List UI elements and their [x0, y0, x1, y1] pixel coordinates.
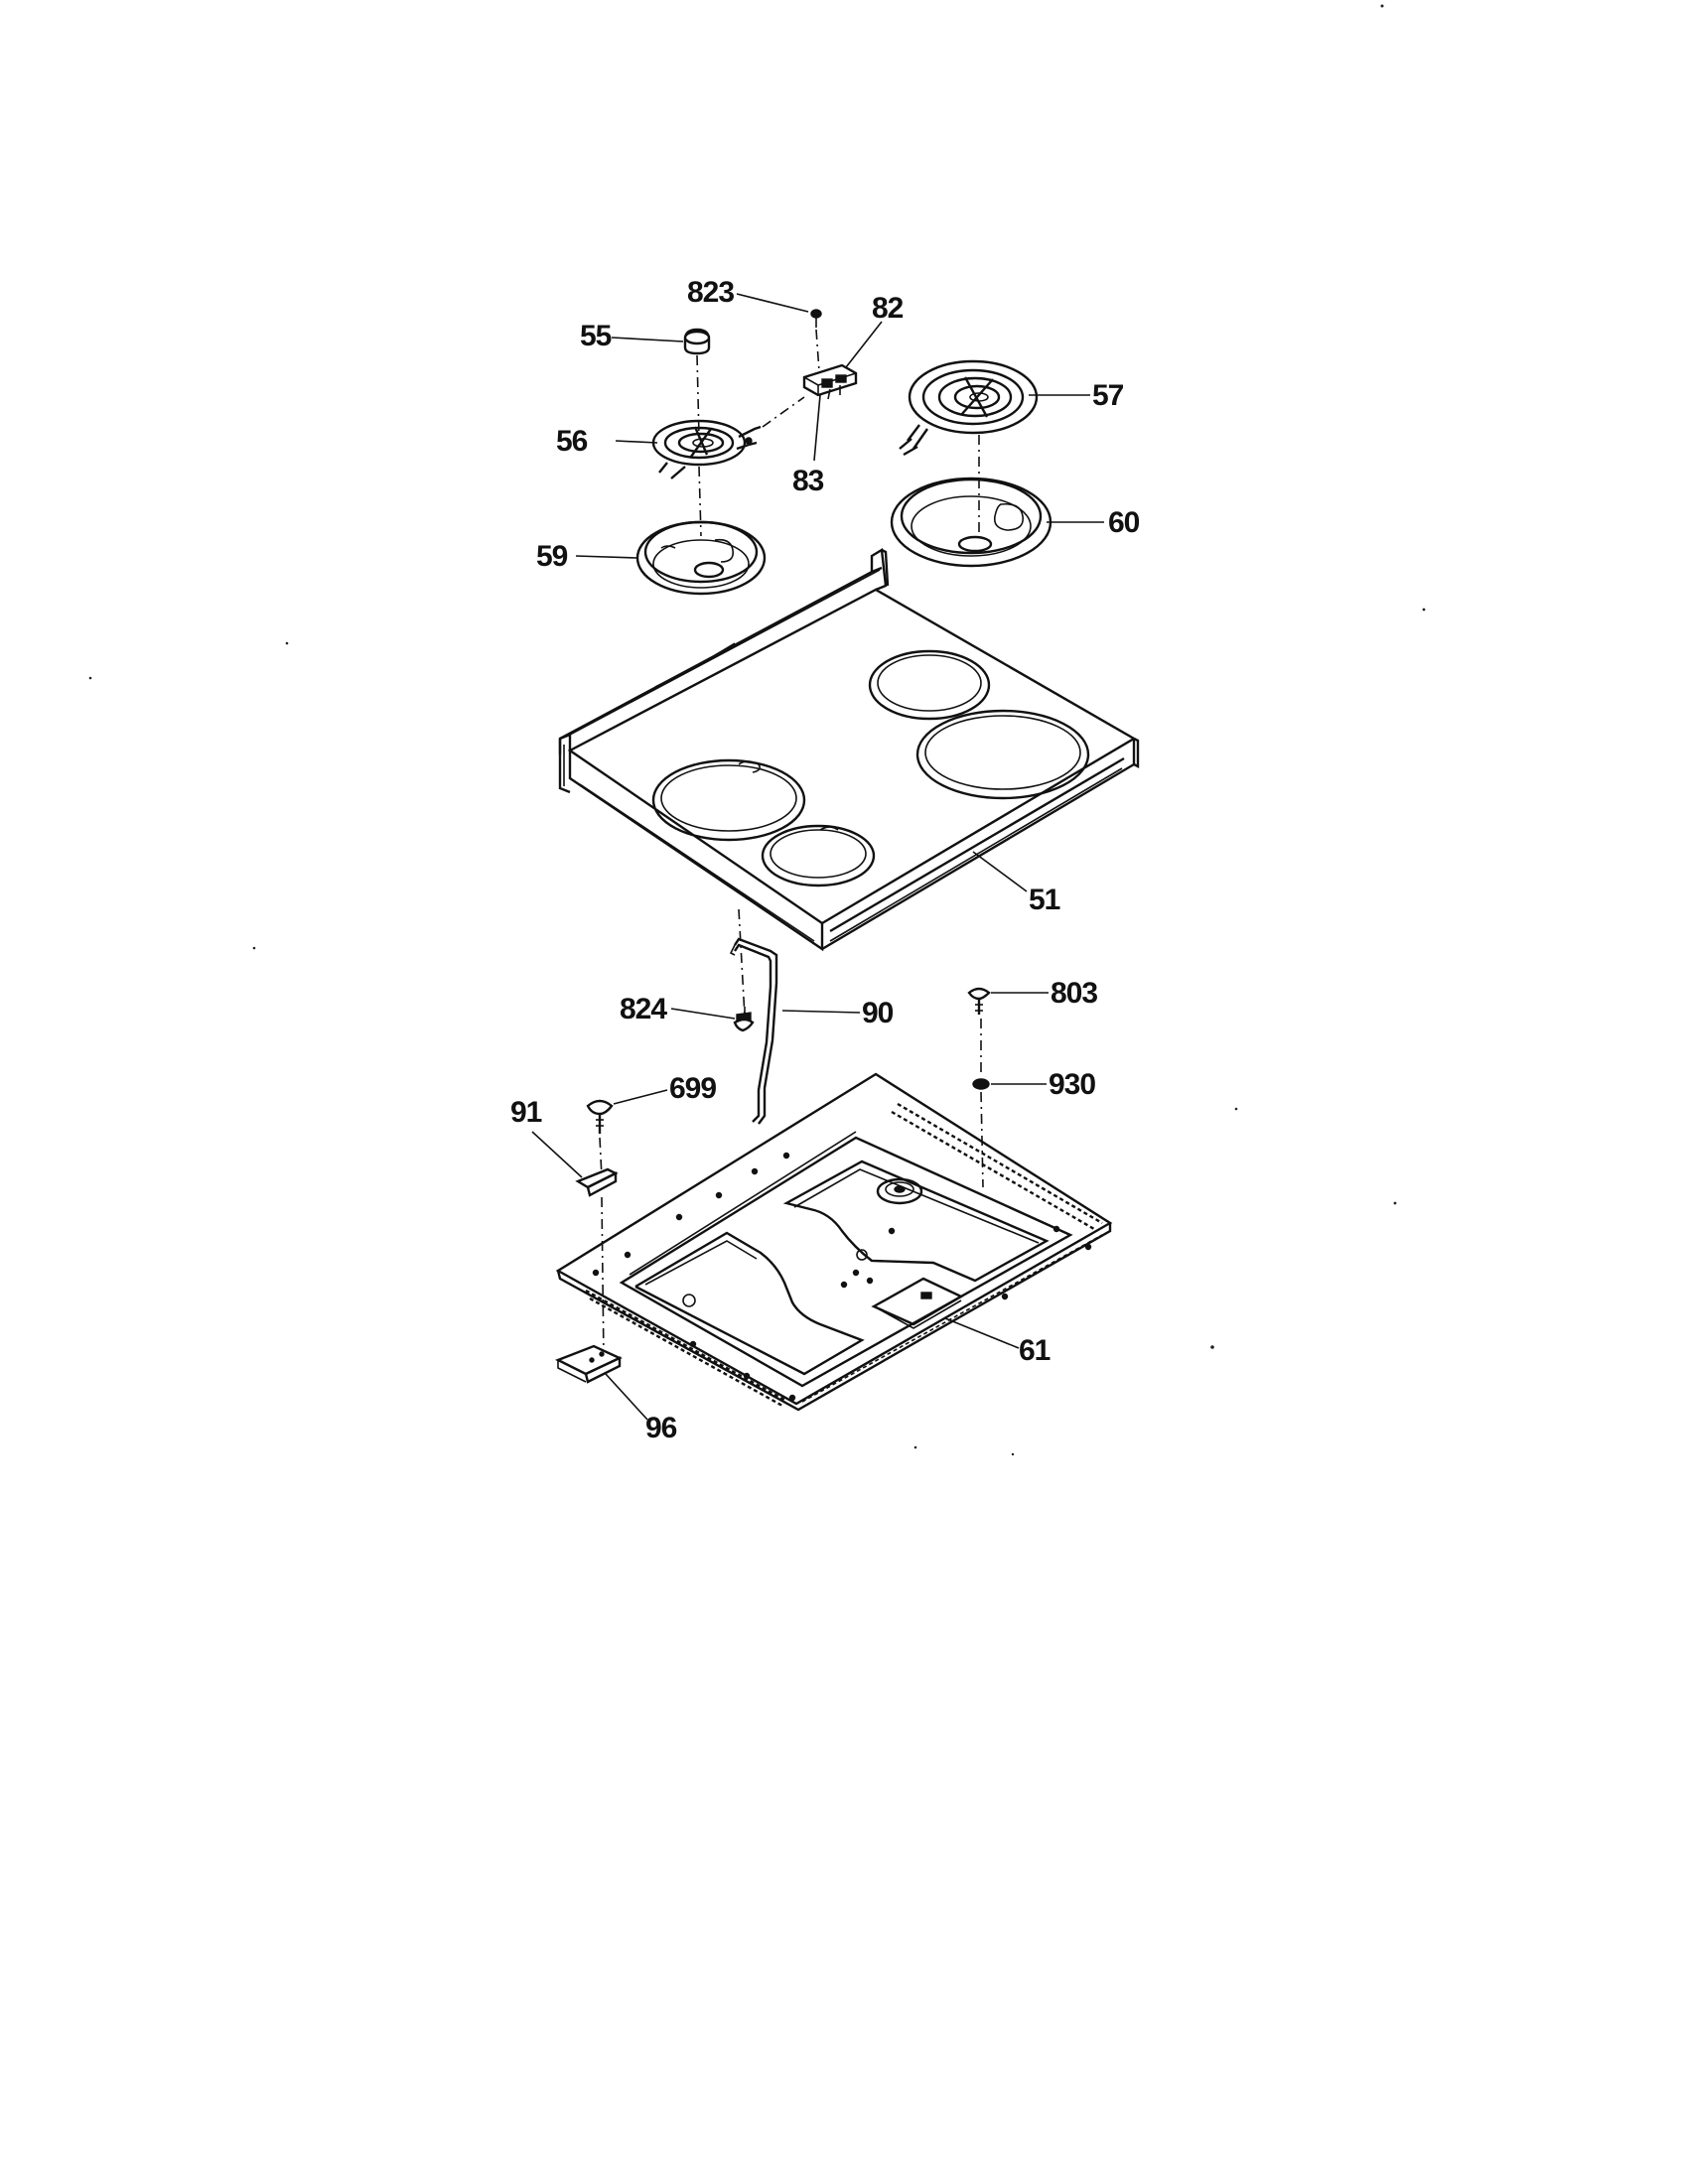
cooktop-51-icon — [558, 548, 1140, 952]
wire-rod-90-icon — [729, 908, 778, 1125]
label-91: 91 — [510, 1096, 542, 1129]
label-59: 59 — [536, 540, 568, 573]
terminal-83-icon — [813, 394, 821, 462]
cap-55-icon — [683, 328, 711, 438]
bottom-pan-61-icon — [555, 1072, 1113, 1412]
label-56: 56 — [556, 425, 588, 458]
label-57: 57 — [1092, 379, 1124, 412]
large-coil-element-57-icon — [899, 359, 1039, 536]
label-824: 824 — [620, 993, 667, 1025]
label-61: 61 — [1019, 1334, 1051, 1367]
part-labels: 823 82 55 57 56 83 59 60 51 824 90 803 9… — [510, 276, 1141, 1444]
label-930: 930 — [1049, 1068, 1095, 1101]
large-drip-pan-60-icon — [890, 477, 1052, 568]
label-823: 823 — [687, 276, 734, 309]
label-83: 83 — [792, 465, 824, 497]
washer-930-icon — [972, 1078, 990, 1188]
label-699: 699 — [669, 1072, 716, 1105]
screw-824-icon — [733, 1007, 755, 1032]
label-51: 51 — [1029, 884, 1060, 916]
small-coil-element-56-icon — [651, 396, 805, 537]
label-55: 55 — [580, 320, 612, 352]
label-803: 803 — [1051, 977, 1097, 1010]
label-96: 96 — [645, 1412, 677, 1444]
label-60: 60 — [1108, 506, 1140, 539]
leader-lines — [531, 293, 1104, 1178]
label-90: 90 — [862, 997, 894, 1029]
screw-699-icon — [586, 1099, 614, 1178]
plate-96-icon — [555, 1344, 648, 1421]
bracket-91-icon — [575, 1167, 619, 1361]
scan-specks — [88, 4, 1426, 1456]
screw-803-icon — [967, 987, 991, 1072]
label-82: 82 — [872, 292, 904, 325]
terminal-block-82-icon — [802, 363, 858, 400]
